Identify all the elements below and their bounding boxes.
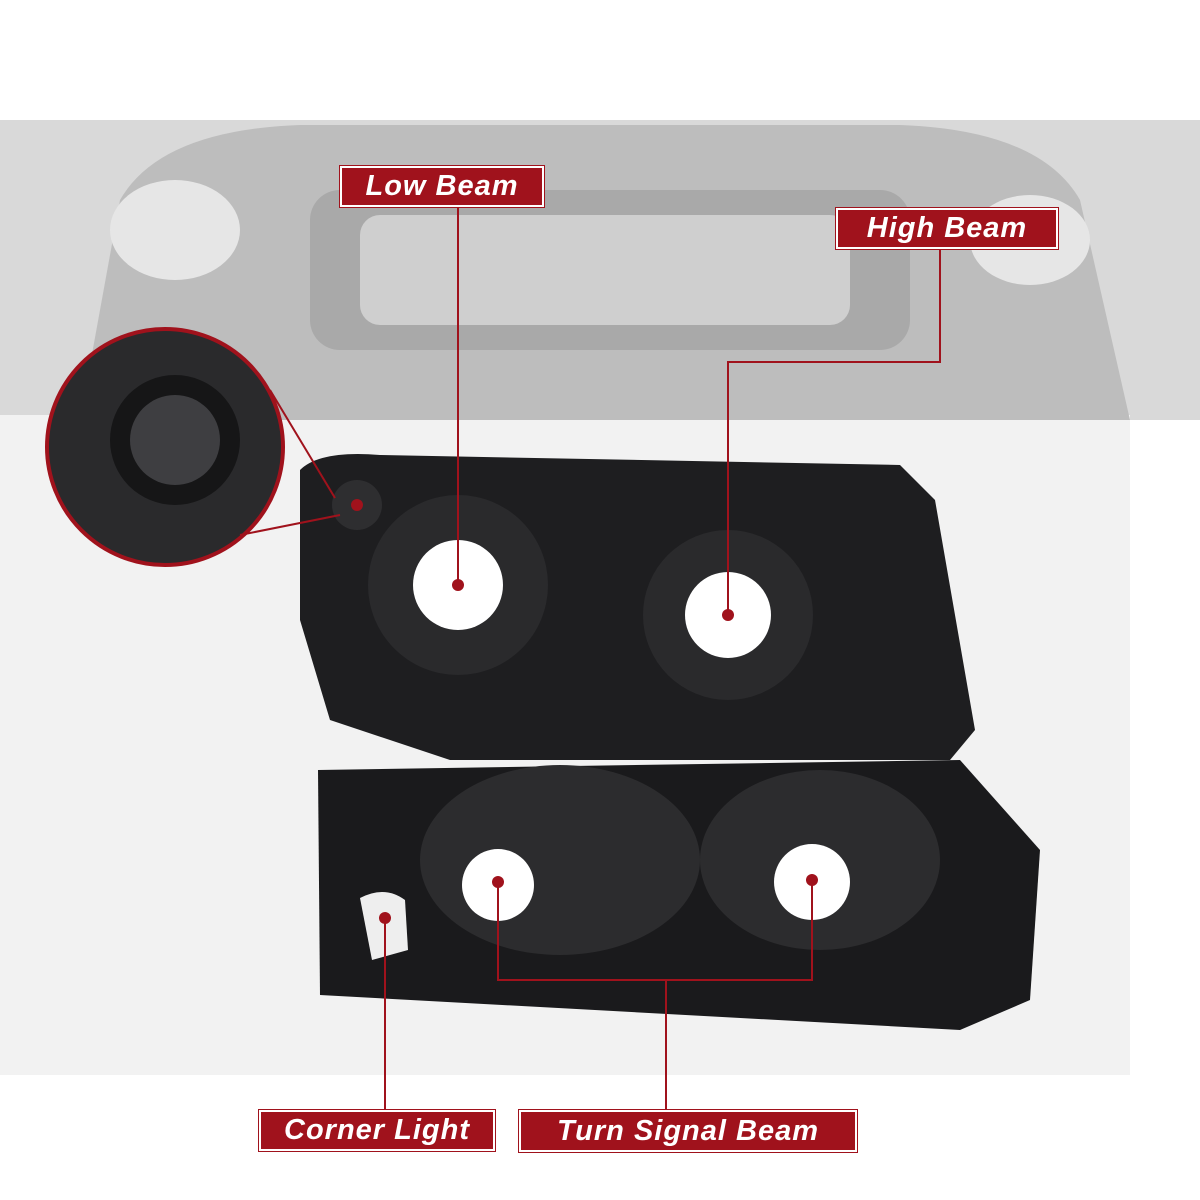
callout-lines xyxy=(384,206,941,1110)
detail-magnifier xyxy=(45,327,341,567)
corner-light-label: Corner Light xyxy=(258,1109,496,1152)
turn-signal-beam-label: Turn Signal Beam xyxy=(518,1109,858,1153)
callout-dots xyxy=(351,499,818,924)
low-beam-label: Low Beam xyxy=(339,165,545,208)
headlight-housing xyxy=(300,454,975,760)
high-beam-label: High Beam xyxy=(835,207,1059,250)
turn-signal-housing xyxy=(318,760,1040,1030)
